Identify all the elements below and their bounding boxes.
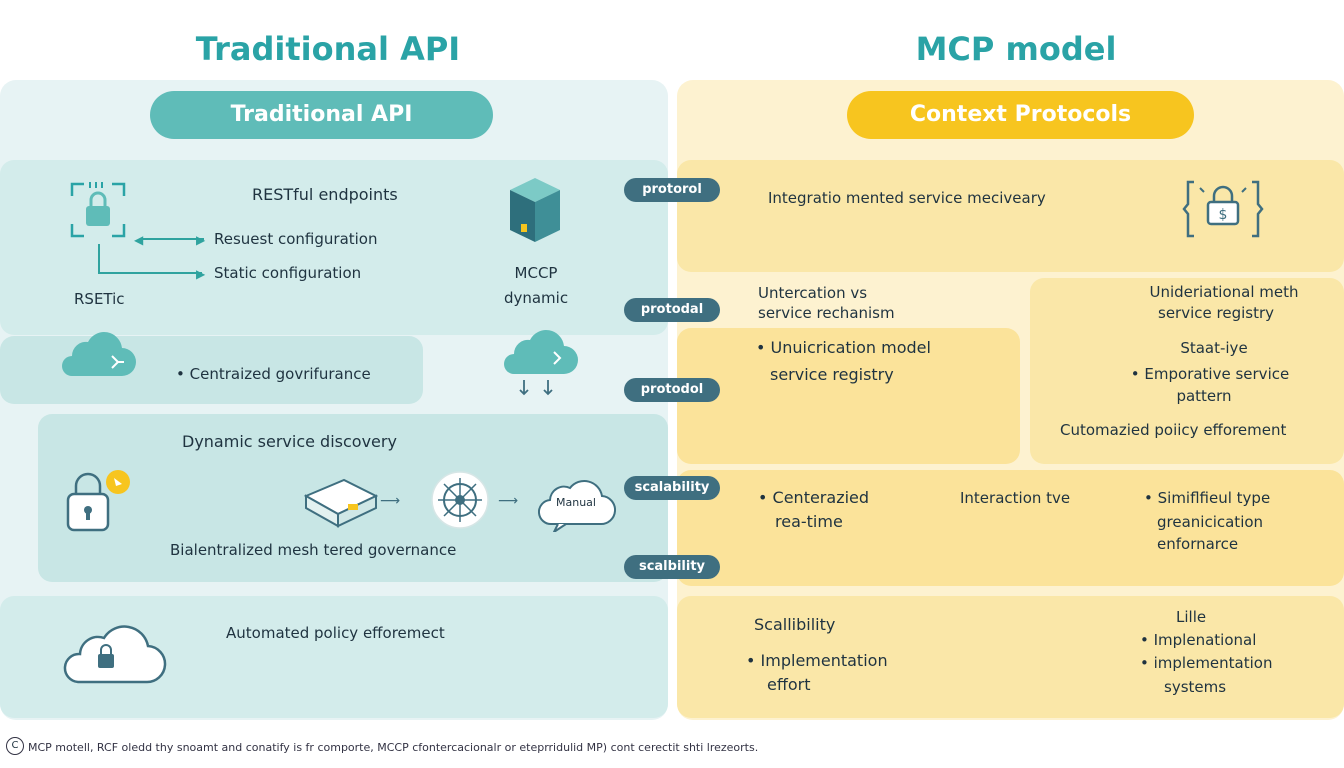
side-line-4: Cutomazied poiicy efforement [1060,421,1287,439]
interaction-line-1: Untercation vs [758,284,868,302]
cube-icon [506,176,564,244]
centralized-band [677,470,1344,586]
cloud-download-icon [496,328,580,400]
connector-request [142,238,204,240]
lille-text: Lille [1176,608,1207,626]
scalability-tag-1: scalability [624,476,720,500]
implementation-bullet-2: • implementation [1140,654,1273,672]
unification-bullet: • Unuicrication model [756,338,931,357]
scalability-band [677,596,1344,718]
side-line-3: Staat-iye [1180,339,1248,357]
simplified-text: Simiflfieul type [1157,489,1271,507]
protocol-tag-2: protodal [624,298,720,322]
copyright-icon: C [6,737,24,755]
footnote-text: MCP motell, RCF oledd thy snoamt and con… [28,741,759,754]
mccp-label: MCCP [514,264,558,282]
integration-text: Integratio mented service meciveary [768,189,1046,207]
realtime-text: rea-time [775,512,843,531]
restful-endpoints-heading: RESTful endpoints [252,185,398,204]
implementation-text-2: implementation [1153,654,1273,672]
protocol-tag-1: protorol [624,178,720,202]
interaction-line-2: service rechanism [758,304,895,322]
interaction-type-text: Interaction tve [960,489,1071,507]
mesh-governance-caption: Bialentralized mesh tered governance [170,541,457,559]
side-bullet: • Emporative service [1130,365,1290,383]
lock-alert-icon [64,468,136,534]
governance-item: • Centraized govrifurance [176,365,371,383]
lock-frame-icon [66,178,130,242]
arrow-right-icon: ⟶ [498,493,519,509]
connector-vertical [98,244,100,272]
right-column-title: MCP model [915,30,1117,68]
connector-static [98,272,202,274]
arrow-left-icon: ◀ [134,233,144,247]
request-configuration-label: Resuest configuration [214,230,378,248]
systems-text: systems [1164,678,1227,696]
cloud-bubble-icon [538,474,616,532]
dynamic-label: dynamic [503,289,569,307]
arrow-right-icon: ⟶ [380,493,401,509]
rsetic-caption: RSETic [74,290,125,308]
governance-text: Centraized govrifurance [189,365,371,383]
implementation-text: Implementation [760,651,888,670]
cloud-lock-icon [56,618,168,686]
traditional-api-header: Traditional API [150,91,493,139]
arrow-right-icon: ▶ [196,267,206,281]
protocol-tag-3: protodol [624,378,720,402]
cloud-icon [54,330,138,380]
context-protocols-header: Context Protocols [847,91,1194,139]
svg-text:$: $ [1219,207,1228,223]
manual-label: Manual [556,496,596,509]
side-line-2: service registry [1158,304,1274,322]
static-configuration-label: Static configuration [214,264,362,282]
network-hub-icon [430,470,490,530]
centralized-bullet: • Centerazied [758,488,870,507]
unification-text: Unuicrication model [770,338,931,357]
implenational-bullet: • Implenational [1140,631,1257,649]
enforcement-text: enfornarce [1157,535,1239,553]
arrow-right-icon: ▶ [196,233,206,247]
simplified-bullet: • Simiflfieul type [1144,489,1271,507]
dynamic-discovery-heading: Dynamic service discovery [182,432,397,451]
side-line-1: Unideriational meth [1149,283,1299,301]
side-bullet-text: Emporative service [1144,365,1290,383]
automated-policy-text: Automated policy efforemect [226,624,445,642]
effort-text: effort [767,675,811,694]
organization-text: greanicication [1157,513,1264,531]
registry-band [1030,278,1344,464]
side-bullet-line-2: pattern [1176,387,1232,405]
unification-band [677,328,1020,464]
scalability-tag-2: scalbility [624,555,720,579]
scalability-heading: Scallibility [754,615,836,634]
document-stack-icon [304,474,378,528]
implenational-text: Implenational [1153,631,1257,649]
centralized-text: Centerazied [772,488,870,507]
implementation-bullet: • Implementation [746,651,888,670]
left-column-title: Traditional API [195,30,461,68]
service-registry-text: service registry [770,365,894,384]
lock-brackets-icon: $ [1182,178,1264,240]
